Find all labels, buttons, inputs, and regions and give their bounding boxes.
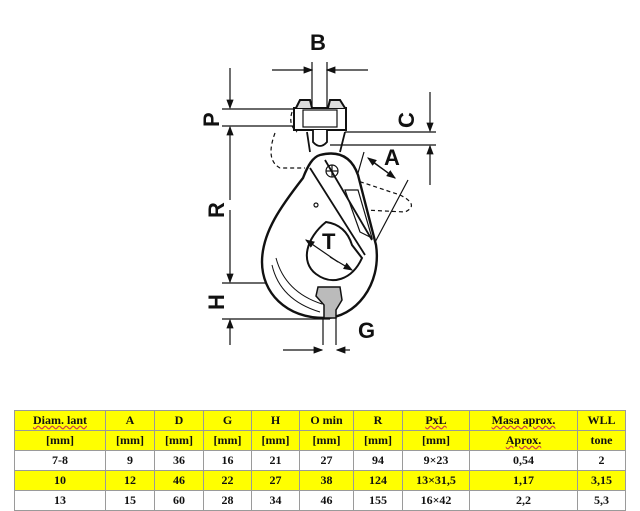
table-row: 10 12 46 22 27 38 124 13×31,5 1,17 3,15 <box>14 470 626 491</box>
cell: 2,2 <box>469 490 578 511</box>
unit-cell: [mm] <box>105 430 155 451</box>
unit-cell: [mm] <box>203 430 252 451</box>
cell: 9×23 <box>402 450 470 471</box>
cell: 2 <box>577 450 626 471</box>
col-header: O min <box>299 410 354 431</box>
cell: 94 <box>353 450 403 471</box>
cell: 46 <box>154 470 204 491</box>
label-a: A <box>384 145 400 170</box>
unit-cell: [mm] <box>402 430 470 451</box>
cell: 0,54 <box>469 450 578 471</box>
label-g: G <box>358 318 375 343</box>
cell: 36 <box>154 450 204 471</box>
label-r: R <box>204 202 229 218</box>
cell: 27 <box>251 470 300 491</box>
cell: 46 <box>299 490 354 511</box>
col-header: H <box>251 410 300 431</box>
cell: 16×42 <box>402 490 470 511</box>
hook-drawing: B P C A R T H G <box>199 30 436 354</box>
col-header: R <box>353 410 403 431</box>
specs-table: Diam. lant A D G H O min R PxL Masa apro… <box>14 410 626 511</box>
cell: 12 <box>105 470 155 491</box>
cell: 124 <box>353 470 403 491</box>
label-h: H <box>204 294 229 310</box>
col-header: PxL <box>402 410 470 431</box>
col-header: G <box>203 410 252 431</box>
label-t: T <box>322 229 336 254</box>
header-row: Diam. lant A D G H O min R PxL Masa apro… <box>14 410 626 431</box>
col-header: Masa aprox. <box>469 410 578 431</box>
cell: 16 <box>203 450 252 471</box>
cell: 155 <box>353 490 403 511</box>
cell: 27 <box>299 450 354 471</box>
table-row: 13 15 60 28 34 46 155 16×42 2,2 5,3 <box>14 490 626 511</box>
unit-cell: [mm] <box>299 430 354 451</box>
cell: 13×31,5 <box>402 470 470 491</box>
unit-row: [mm] [mm] [mm] [mm] [mm] [mm] [mm] [mm] … <box>14 430 626 451</box>
table-row: 7-8 9 36 16 21 27 94 9×23 0,54 2 <box>14 450 626 471</box>
cell: 9 <box>105 450 155 471</box>
cell: 1,17 <box>469 470 578 491</box>
cell: 28 <box>203 490 252 511</box>
col-header: WLL <box>577 410 626 431</box>
col-header: Diam. lant <box>14 410 106 431</box>
label-p: P <box>199 112 224 127</box>
col-header: D <box>154 410 204 431</box>
unit-cell: Aprox. <box>469 430 578 451</box>
cell: 34 <box>251 490 300 511</box>
cell: 5,3 <box>577 490 626 511</box>
unit-cell: [mm] <box>353 430 403 451</box>
cell: 60 <box>154 490 204 511</box>
label-c: C <box>394 112 419 128</box>
unit-cell: [mm] <box>14 430 106 451</box>
col-header: A <box>105 410 155 431</box>
unit-cell: [mm] <box>154 430 204 451</box>
cell: 13 <box>14 490 106 511</box>
cell: 7-8 <box>14 450 106 471</box>
label-b: B <box>310 30 326 55</box>
cell: 21 <box>251 450 300 471</box>
cell: 3,15 <box>577 470 626 491</box>
cell: 22 <box>203 470 252 491</box>
cell: 15 <box>105 490 155 511</box>
cell: 10 <box>14 470 106 491</box>
cell: 38 <box>299 470 354 491</box>
unit-cell: tone <box>577 430 626 451</box>
unit-cell: [mm] <box>251 430 300 451</box>
